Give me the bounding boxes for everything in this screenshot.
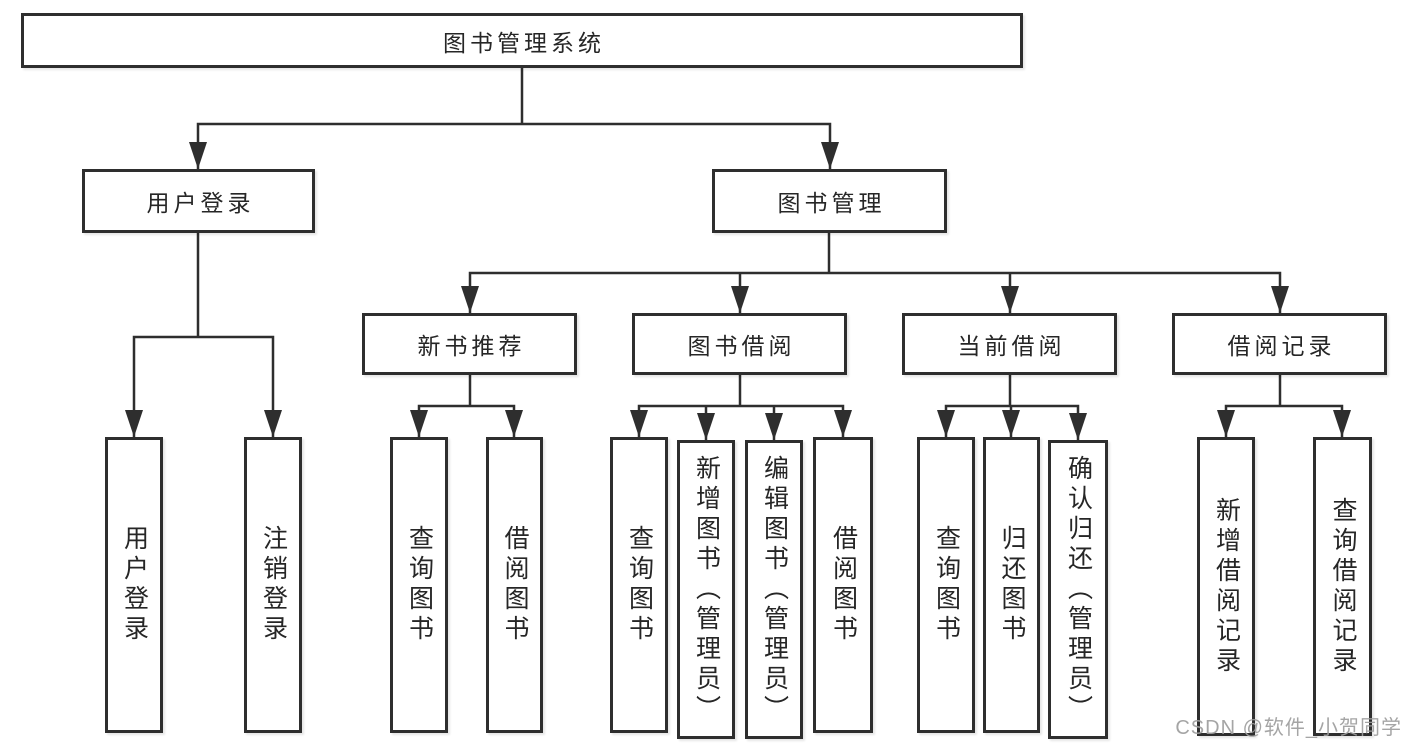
watermark: CSDN @软件_小贺同学 xyxy=(1175,717,1402,739)
connector-user-login-to-leaves xyxy=(125,233,282,437)
leaf-confirm-return-admin: 确认归还（管理员） xyxy=(1048,440,1108,739)
leaf-borrow-books-recommend: 借阅图书 xyxy=(486,437,543,733)
leaf-logout: 注销登录 xyxy=(244,437,302,733)
node-book-borrow: 图书借阅 xyxy=(632,313,847,375)
connector-borrow-records-to-leaves xyxy=(1217,375,1351,437)
node-book-management: 图书管理 xyxy=(712,169,947,233)
connector-book-borrow-to-leaves xyxy=(630,375,852,440)
node-new-book-recommend: 新书推荐 xyxy=(362,313,577,375)
leaf-edit-book-admin: 编辑图书（管理员） xyxy=(745,440,803,739)
leaf-add-borrow-record: 新增借阅记录 xyxy=(1197,437,1255,736)
leaf-query-books-recommend: 查询图书 xyxy=(390,437,448,733)
leaf-return-books: 归还图书 xyxy=(983,437,1040,733)
leaf-query-books-current: 查询图书 xyxy=(917,437,975,733)
leaf-query-borrow-record: 查询借阅记录 xyxy=(1313,437,1372,736)
leaf-add-book-admin: 新增图书（管理员） xyxy=(677,440,735,739)
leaf-query-books-borrow: 查询图书 xyxy=(610,437,668,733)
node-root-library-system: 图书管理系统 xyxy=(21,13,1023,68)
node-current-borrow: 当前借阅 xyxy=(902,313,1117,375)
node-borrow-records: 借阅记录 xyxy=(1172,313,1387,375)
connector-current-borrow-to-leaves xyxy=(937,375,1087,440)
leaf-user-login: 用户登录 xyxy=(105,437,163,733)
connector-book-management-to-level3 xyxy=(461,233,1289,313)
leaf-borrow-books: 借阅图书 xyxy=(813,437,873,733)
connector-root-to-level2 xyxy=(189,68,839,169)
node-user-login: 用户登录 xyxy=(82,169,315,233)
connector-new-book-recommend-to-leaves xyxy=(410,375,523,437)
